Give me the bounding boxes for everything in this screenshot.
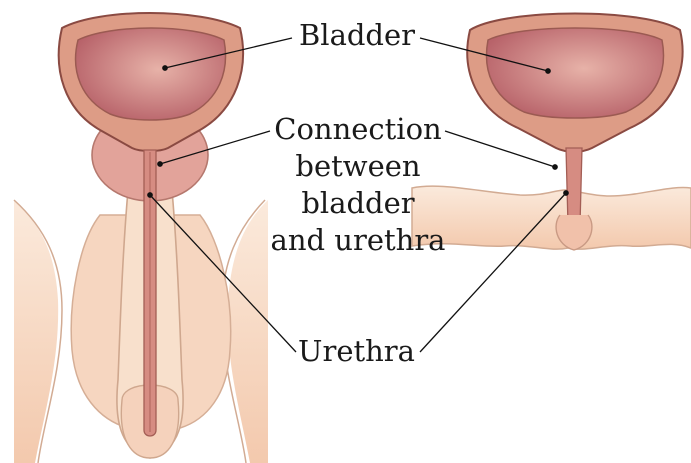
male-anatomy <box>14 13 268 463</box>
bladder-leader-right-dot <box>546 69 550 73</box>
male-bladder-lumen <box>76 28 226 120</box>
female-anatomy <box>412 14 691 251</box>
connection-label-line-4: and urethra <box>263 222 453 259</box>
connection-label-line-3: bladder <box>263 185 453 222</box>
female-body-skin <box>412 186 691 249</box>
urethra-leader-left-dot <box>148 193 152 197</box>
connection-label-line-1: Connection <box>263 111 453 148</box>
bladder-leader-left-dot <box>163 66 167 70</box>
bladder-label: Bladder <box>292 17 422 54</box>
urethra-leader-right-dot <box>564 191 568 195</box>
urethra-label: Urethra <box>294 333 419 370</box>
connection-leader-left-dot <box>158 162 162 166</box>
connection-label: Connection between bladder and urethra <box>263 111 453 259</box>
connection-label-line-2: between <box>263 148 453 185</box>
female-bladder-lumen <box>487 28 664 118</box>
connection-leader-right-dot <box>553 165 557 169</box>
